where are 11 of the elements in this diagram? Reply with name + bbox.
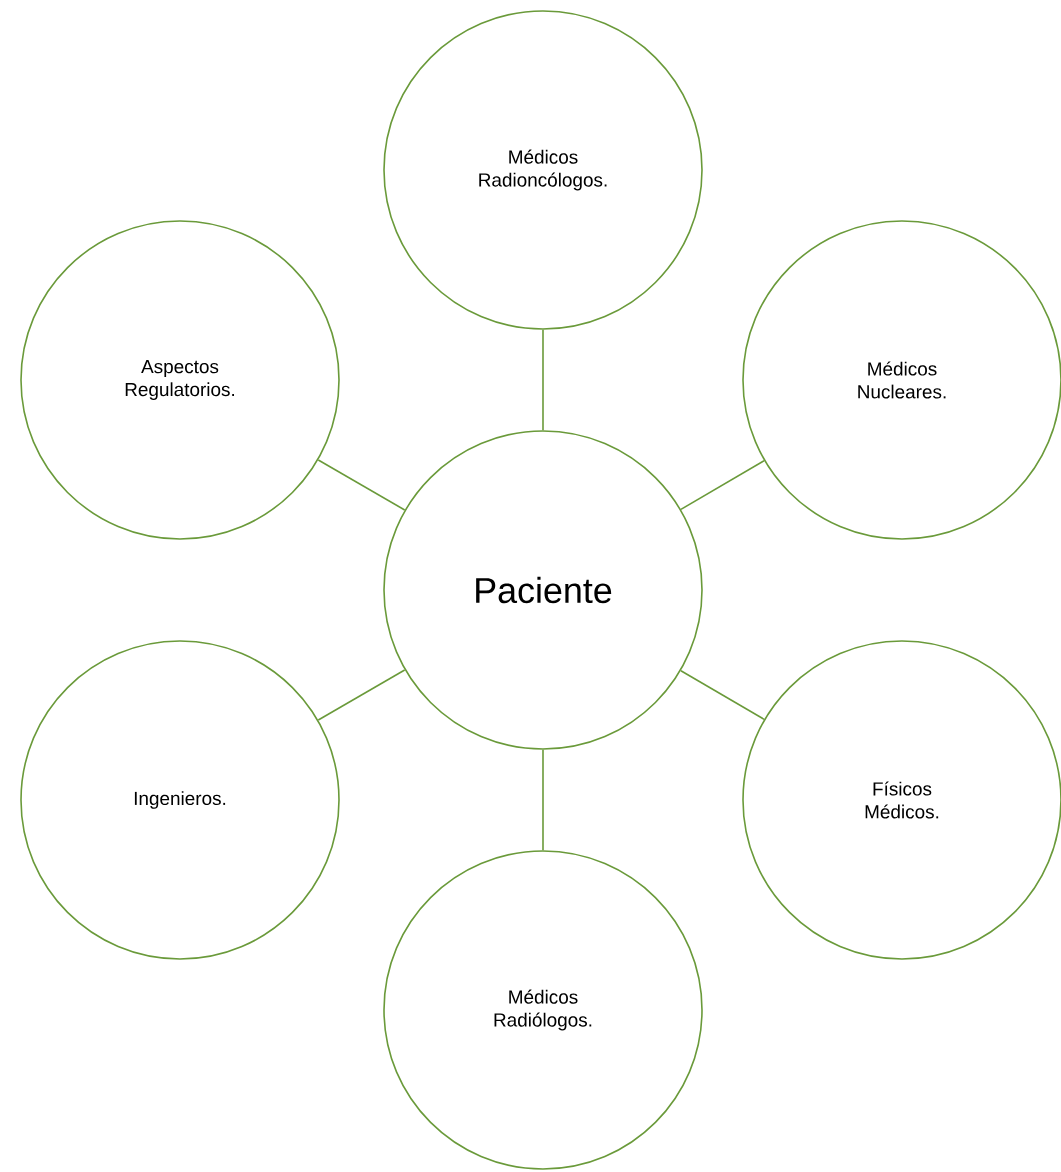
connector-line xyxy=(680,669,765,721)
connector-line xyxy=(680,459,765,511)
circle-node: Médicos Radioncólogos. xyxy=(383,10,703,330)
circle-node: Médicos Radiólogos. xyxy=(383,850,703,1170)
circle-node: Aspectos Regulatorios. xyxy=(20,220,340,540)
connector-line xyxy=(542,329,544,431)
connector-line xyxy=(317,669,406,721)
circle-node: Paciente xyxy=(383,430,703,750)
circle-node: Ingenieros. xyxy=(20,640,340,960)
connector-line xyxy=(542,749,544,851)
connector-line xyxy=(317,459,406,511)
